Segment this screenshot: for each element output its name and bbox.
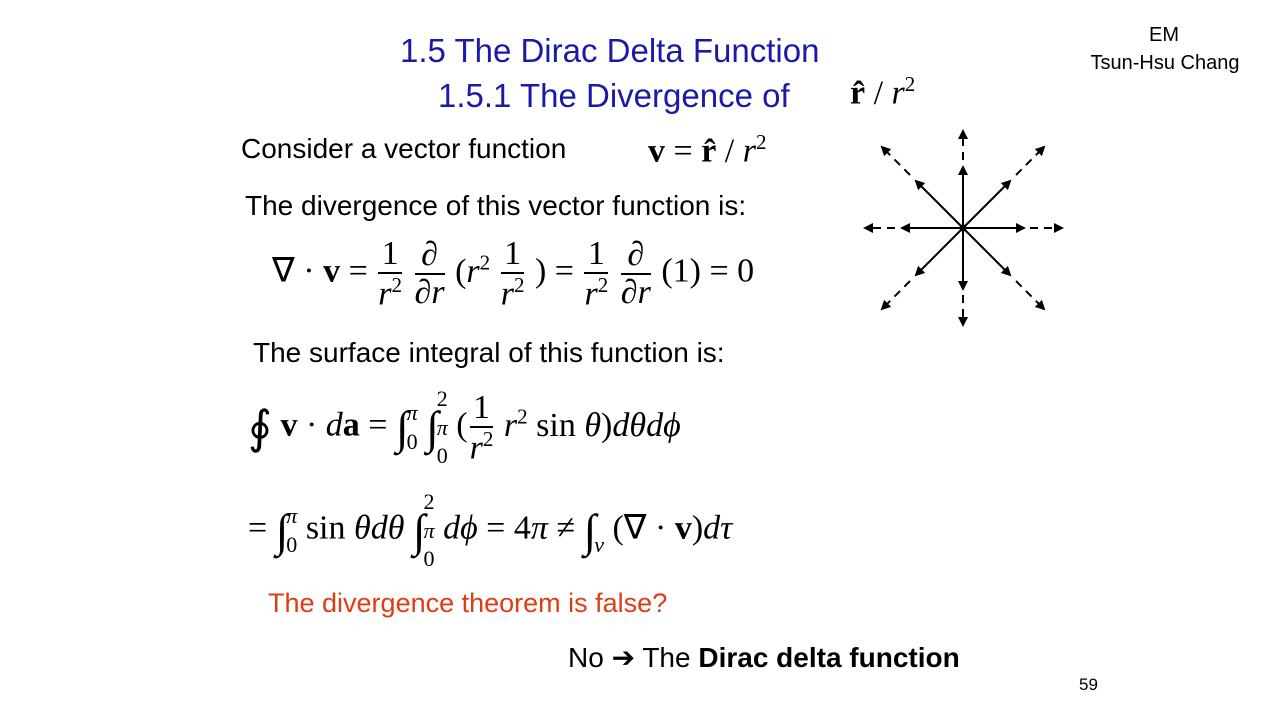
radial-vector-field-icon: [863, 129, 1064, 327]
answer-the: The: [642, 642, 691, 673]
origin-point: [959, 224, 967, 232]
author-label: Tsun-Hsu Chang: [1090, 52, 1240, 74]
vector-function-math: v = r̂ / r2: [648, 130, 767, 170]
answer-prefix: No: [568, 642, 604, 673]
subtitle-math: r̂ / r2: [850, 72, 916, 112]
surface-integral-text: The surface integral of this function is…: [253, 337, 725, 368]
answer-dirac: Dirac delta function: [698, 642, 960, 673]
field-arrows: [863, 129, 1064, 327]
divergence-question: The divergence theorem is false?: [268, 588, 668, 618]
right-arrow-icon: ➔: [611, 642, 636, 673]
answer-line: No ➔ The Dirac delta function: [568, 641, 960, 674]
vector-function-text: Consider a vector function: [241, 133, 567, 164]
slide-subtitle: 1.5.1 The Divergence of: [438, 77, 790, 114]
slide-title: 1.5 The Dirac Delta Function: [400, 32, 820, 69]
divergence-text: The divergence of this vector function i…: [245, 190, 747, 221]
slide-number: 59: [1079, 675, 1098, 694]
course-label: EM: [1149, 24, 1179, 46]
